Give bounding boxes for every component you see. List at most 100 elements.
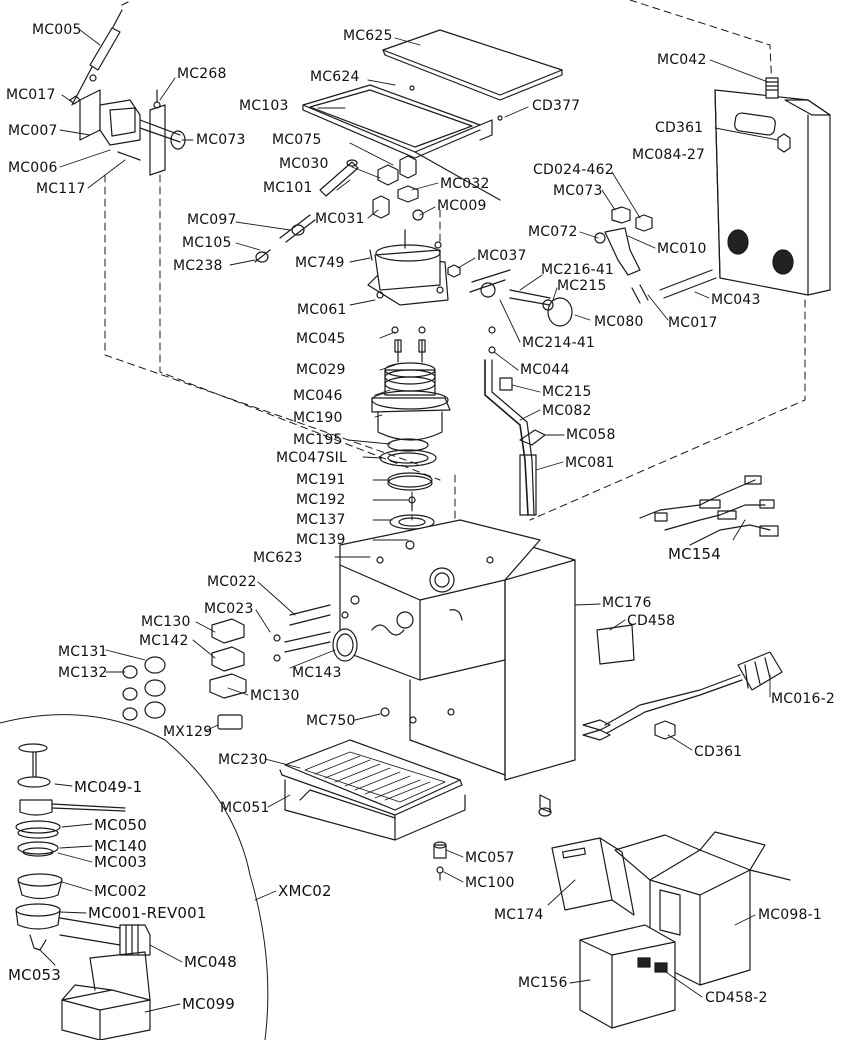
part-label: MC101	[263, 180, 313, 196]
part-label: MC230	[218, 752, 268, 768]
part-label: MC030	[279, 156, 329, 172]
boiler-assembly	[372, 327, 450, 440]
part-label: MC191	[296, 472, 346, 488]
part-label: MC016-2	[771, 691, 835, 707]
part-label: MC103	[239, 98, 289, 114]
leader-lines	[40, 30, 778, 1012]
part-label: MC045	[296, 331, 346, 347]
part-label: MC625	[343, 28, 393, 44]
part-label: MC750	[306, 713, 356, 729]
part-label: MC215	[542, 384, 592, 400]
part-label: MC006	[8, 160, 58, 176]
group-head-block	[368, 230, 460, 305]
part-label: MC023	[204, 601, 254, 617]
part-label: MC037	[477, 248, 527, 264]
feet-and-screws	[434, 842, 446, 880]
part-label: MC215	[557, 278, 607, 294]
part-label: MX129	[163, 724, 213, 740]
part-label: MC017	[6, 87, 56, 103]
part-label: MC084-27	[632, 147, 706, 163]
valves-top-middle	[255, 156, 423, 262]
part-label: MC043	[711, 292, 761, 308]
part-label: CD458-2	[705, 990, 768, 1006]
part-label: MC002	[94, 882, 148, 900]
part-label: MC047SIL	[276, 450, 347, 466]
part-label: MC073	[196, 132, 246, 148]
part-label: MC081	[565, 455, 615, 471]
part-label: MC192	[296, 492, 346, 508]
part-label: MC174	[494, 907, 544, 923]
part-label: MC082	[542, 403, 592, 419]
wiring-harness	[640, 476, 778, 545]
part-label: MC072	[528, 224, 578, 240]
solenoid-valve-right	[595, 207, 716, 303]
part-label: MC238	[173, 258, 223, 274]
part-label: MC017	[668, 315, 718, 331]
part-label: MC044	[520, 362, 570, 378]
front-switches	[123, 605, 454, 729]
part-label: MC268	[177, 66, 227, 82]
part-label: MC098-1	[758, 907, 822, 923]
thermostat-assembly	[80, 90, 185, 175]
part-label: CD377	[532, 98, 581, 114]
part-label: MC001-REV001	[88, 904, 207, 922]
part-label: MC117	[36, 181, 86, 197]
part-label: MC005	[32, 22, 82, 38]
part-label: MC130	[250, 688, 300, 704]
part-label: MC139	[296, 532, 346, 548]
part-label: MC131	[58, 644, 108, 660]
part-label: MC190	[293, 410, 343, 426]
part-label: MC046	[293, 388, 343, 404]
part-label: XMC02	[278, 882, 332, 900]
part-label: MC130	[141, 614, 191, 630]
part-label: MC009	[437, 198, 487, 214]
part-label: MC075	[272, 132, 322, 148]
drip-tray	[280, 740, 551, 840]
part-label: MC053	[8, 966, 62, 984]
part-label: MC624	[310, 69, 360, 85]
top-lid	[383, 30, 562, 100]
part-label: MC137	[296, 512, 346, 528]
part-label: MC010	[657, 241, 707, 257]
part-label: MC143	[292, 665, 342, 681]
part-label: MC050	[94, 816, 148, 834]
part-label: MC080	[594, 314, 644, 330]
part-label: MC057	[465, 850, 515, 866]
part-label: MC214-41	[522, 335, 596, 351]
part-label: MC099	[182, 995, 236, 1013]
part-label: MC022	[207, 574, 257, 590]
part-label: MC154	[668, 545, 722, 563]
accessories-group	[0, 715, 268, 1040]
part-label: MC073	[553, 183, 603, 199]
part-label: MC749	[295, 255, 345, 271]
part-label: MC048	[184, 953, 238, 971]
part-label: CD024-462	[533, 162, 614, 178]
part-label: CD361	[694, 744, 743, 760]
part-label: MC031	[315, 211, 365, 227]
packaging-boxes	[552, 832, 790, 1028]
part-label: MC216-41	[541, 262, 615, 278]
part-label: CD361	[655, 120, 704, 136]
part-label: MC140	[94, 837, 148, 855]
part-label: MC032	[440, 176, 490, 192]
part-label: MC061	[297, 302, 347, 318]
part-label: MC003	[94, 853, 148, 871]
part-label: MC007	[8, 123, 58, 139]
part-label: CD458	[627, 613, 676, 629]
part-label: MC142	[139, 633, 189, 649]
water-tank	[715, 78, 830, 295]
part-label: MC623	[253, 550, 303, 566]
part-label: MC049-1	[74, 778, 143, 796]
part-label: MC051	[220, 800, 270, 816]
part-label: MC156	[518, 975, 568, 991]
part-label: MC132	[58, 665, 108, 681]
steam-wand	[470, 270, 572, 515]
part-label: MC176	[602, 595, 652, 611]
part-label: MC105	[182, 235, 232, 251]
part-label: MC058	[566, 427, 616, 443]
part-label: MC029	[296, 362, 346, 378]
tray-lid	[303, 85, 502, 200]
part-label: MC097	[187, 212, 237, 228]
